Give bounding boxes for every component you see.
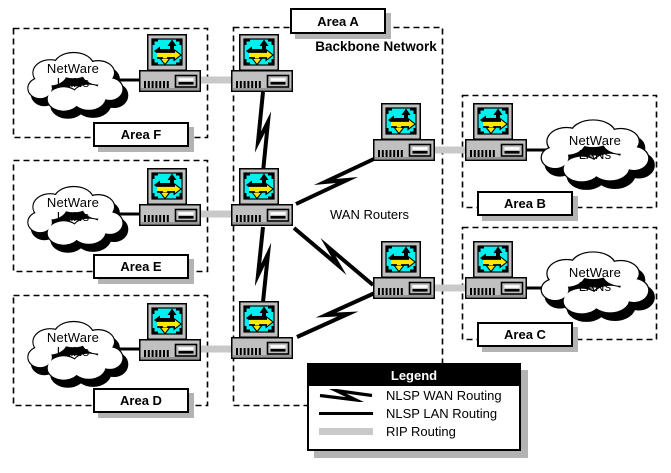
area-c-label: Area C: [477, 322, 573, 347]
wan-links: [254, 91, 378, 339]
rip-links: [196, 76, 470, 353]
router-backbone-bottom-icon: [232, 302, 293, 359]
backbone-network-caption: Backbone Network: [315, 39, 437, 54]
wan-link-top-mid: [254, 91, 272, 173]
area-e-label: Area E: [93, 254, 189, 279]
router-area-e-icon: [140, 169, 201, 226]
router-area-d-icon: [140, 304, 201, 361]
nlsp-lan-routing-line-icon: [319, 407, 373, 420]
area-b-label: Area B: [477, 191, 573, 216]
rip-routing-line-icon: [319, 425, 373, 438]
router-area-f-icon: [140, 35, 201, 92]
router-area-b-icon: [466, 104, 527, 161]
area-a-label: Area A: [290, 8, 386, 34]
area-d-label: Area D: [93, 388, 189, 413]
legend-item-lan: NLSP LAN Routing: [319, 404, 519, 422]
nlsp-wan-routing-line-icon: [319, 388, 373, 402]
legend: Legend NLSP WAN Routing NLSP LAN Routing: [307, 363, 521, 451]
router-wan-c-icon: [374, 242, 435, 299]
legend-item-wan: NLSP WAN Routing: [319, 386, 519, 404]
router-wan-b-icon: [374, 104, 435, 161]
wan-routers-caption: WAN Routers: [330, 207, 409, 222]
legend-item-rip: RIP Routing: [319, 422, 519, 440]
wan-link-bottom-routerC: [296, 290, 378, 339]
area-f-label: Area F: [93, 122, 189, 147]
wan-link-mid-bottom: [254, 226, 272, 303]
router-area-c-icon: [466, 242, 527, 299]
wan-link-mid-routerB: [295, 156, 377, 206]
router-backbone-top-icon: [232, 35, 293, 92]
wan-link-mid-routerC: [292, 226, 375, 287]
router-backbone-middle-icon: [232, 169, 293, 226]
legend-title: Legend: [309, 365, 519, 386]
